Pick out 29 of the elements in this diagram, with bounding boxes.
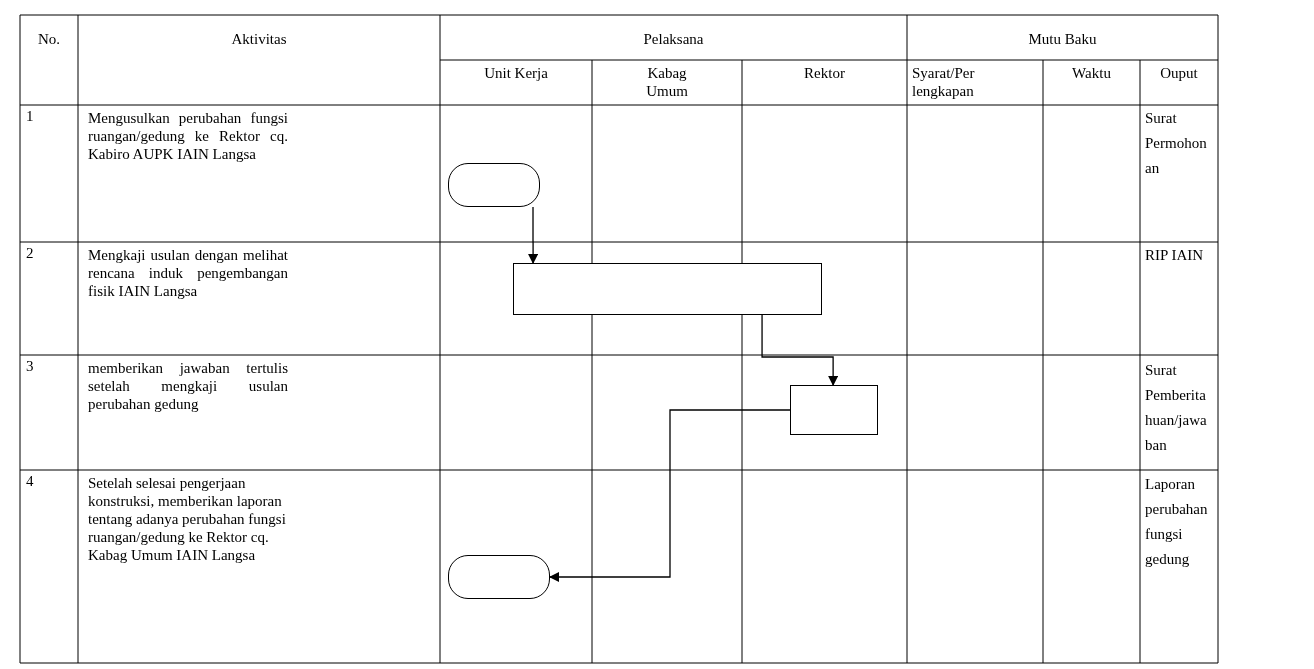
column-header: Rektor — [803, 64, 846, 82]
column-header: Aktivitas — [230, 30, 288, 48]
row-number: 4 — [26, 472, 35, 490]
output-text: RIP IAIN — [1145, 246, 1205, 264]
output-text: Laporan perubahan fungsi gedung — [1145, 475, 1209, 569]
column-header: Kabag Umum — [645, 64, 689, 100]
column-header: Mutu Baku — [1027, 30, 1098, 48]
column-header: Ouput — [1159, 64, 1199, 82]
terminator-shape — [448, 163, 540, 207]
process-box — [513, 263, 822, 315]
row-number: 3 — [26, 357, 35, 375]
activity-text: Mengusulkan perubahan fungsi ruangan/gedung ke Rektor cq. Kabiro AUPK IAIN Langsa — [88, 109, 288, 163]
process-box — [790, 385, 878, 435]
row-number: 1 — [26, 107, 35, 125]
activity-text: Setelah selesai pengerjaan konstruksi, memberikan laporan tentang adanya perubahan fungsi ruangan/gedung ke Rektor cq. Kabag Umum IAIN Langsa — [88, 474, 287, 564]
arrow — [528, 206, 539, 264]
terminator-shape — [448, 555, 550, 599]
column-header: Waktu — [1071, 64, 1112, 82]
column-header: Unit Kerja — [483, 64, 549, 82]
column-header: Pelaksana — [642, 30, 705, 48]
column-header: No. — [36, 30, 62, 48]
activity-text: memberikan jawaban tertulis setelah mengkaji usulan perubahan gedung — [88, 359, 288, 413]
arrow — [549, 409, 791, 582]
column-header: Syarat/Per lengkapan — [912, 64, 976, 100]
activity-text: Mengkaji usulan dengan melihat rencana induk pengembangan fisik IAIN Langsa — [88, 246, 288, 300]
output-text: Surat Pemberita huan/jawa ban — [1145, 361, 1208, 455]
row-number: 2 — [26, 244, 35, 262]
arrow — [761, 314, 839, 386]
output-text: Surat Permohon an — [1145, 109, 1208, 178]
